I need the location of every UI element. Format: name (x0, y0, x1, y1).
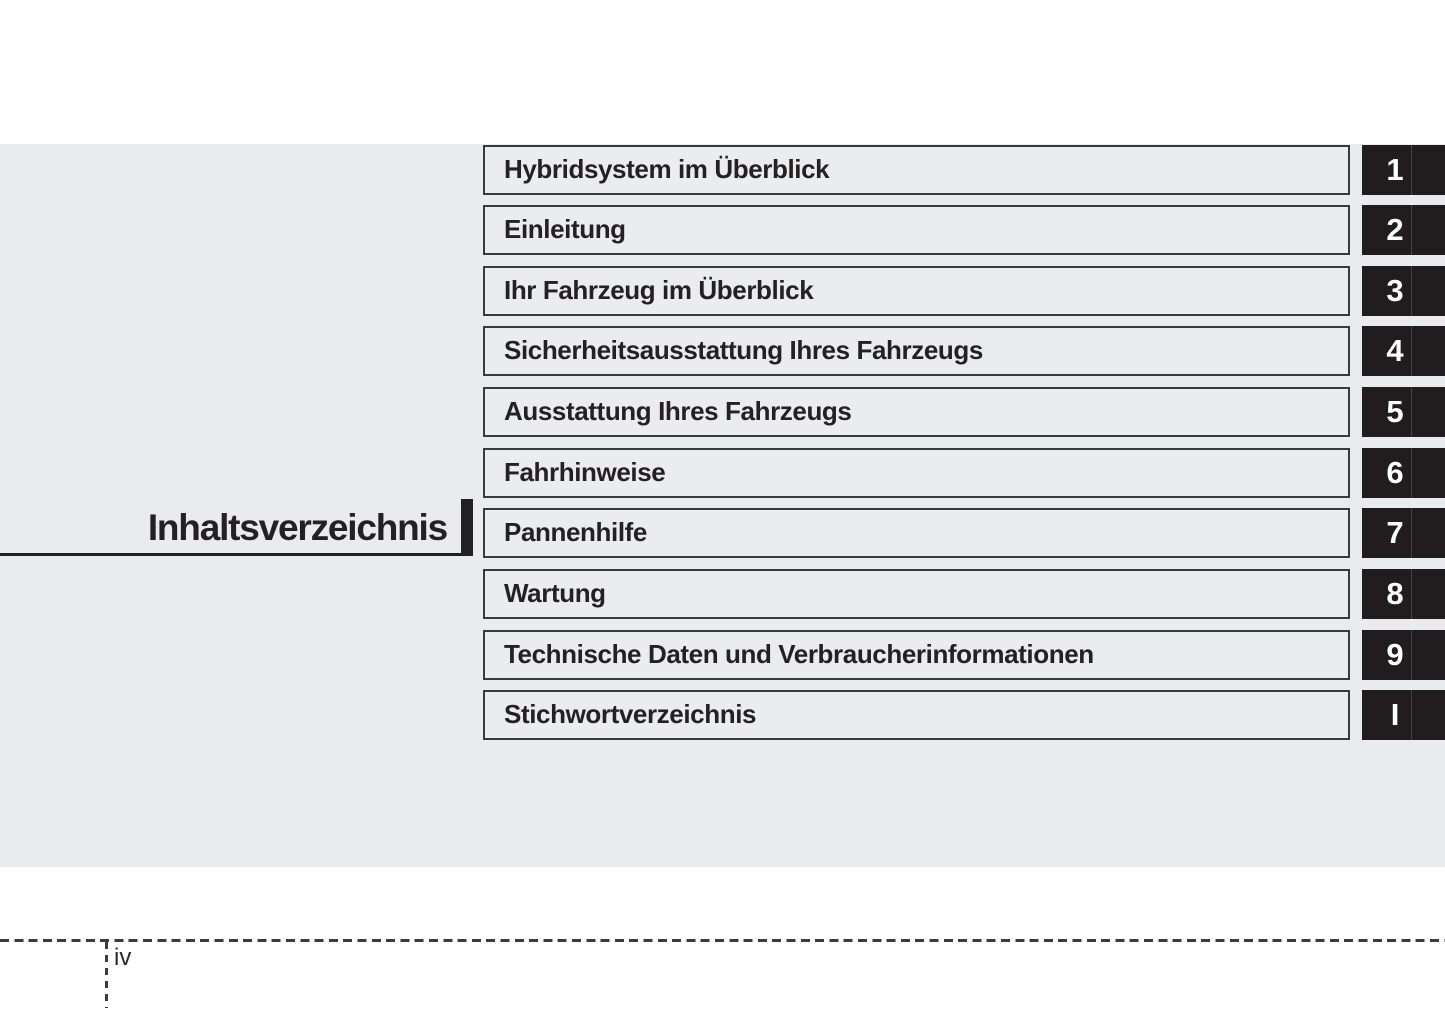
chapter-tab-label: 9 (1386, 636, 1404, 672)
toc-entry-label: Ausstattung Ihres Fahrzeugs (504, 396, 852, 427)
chapter-row: Pannenhilfe 7 (483, 508, 1445, 559)
toc-entry-label: Hybridsystem im Überblick (504, 153, 830, 184)
toc-entry[interactable]: Hybridsystem im Überblick (483, 144, 1350, 195)
chapter-row: Sicherheitsausstattung Ihres Fahrzeugs 4 (483, 326, 1445, 377)
toc-entry[interactable]: Ausstattung Ihres Fahrzeugs (483, 387, 1350, 438)
chapter-tab-label: 3 (1386, 272, 1404, 308)
chapter-tab[interactable]: 5 (1362, 387, 1445, 438)
tab-gap (1350, 569, 1362, 619)
toc-entry-label: Wartung (504, 577, 606, 608)
chapter-tab-label: 8 (1386, 575, 1404, 611)
toc-entry[interactable]: Sicherheitsausstattung Ihres Fahrzeugs (483, 326, 1350, 377)
chapter-tab-label: 4 (1386, 333, 1404, 369)
tab-gap (1350, 448, 1362, 498)
title-underline (0, 553, 461, 556)
toc-entry-label: Ihr Fahrzeug im Überblick (504, 274, 814, 305)
toc-entry-label: Sicherheitsausstattung Ihres Fahrzeugs (504, 335, 983, 366)
tab-gap (1350, 326, 1362, 376)
chapter-tab[interactable]: 3 (1362, 265, 1445, 316)
footer-dashed-rule (0, 939, 1445, 942)
chapter-tab[interactable]: 4 (1362, 326, 1445, 377)
chapter-tab-label: 1 (1386, 151, 1404, 187)
chapter-row: Wartung 8 (483, 568, 1445, 619)
chapter-tab[interactable]: I (1362, 690, 1445, 741)
tab-gap (1350, 508, 1362, 558)
chapter-tab[interactable]: 2 (1362, 205, 1445, 256)
title-accent-bar (461, 499, 473, 556)
toc-entry-label: Stichwortverzeichnis (504, 699, 757, 730)
content-band (0, 144, 1445, 867)
chapter-tab-label: 7 (1386, 515, 1404, 551)
chapter-tab-label: 6 (1386, 454, 1404, 490)
chapter-row: Fahrhinweise 6 (483, 447, 1445, 498)
chapter-row: Einleitung 2 (483, 205, 1445, 256)
tab-gap (1350, 630, 1362, 680)
chapter-tab-label: 5 (1386, 394, 1404, 430)
toc-entry[interactable]: Wartung (483, 568, 1350, 619)
toc-entry[interactable]: Einleitung (483, 205, 1350, 256)
tab-gap (1350, 387, 1362, 437)
chapter-tab-label: I (1390, 697, 1400, 733)
chapter-row: Ausstattung Ihres Fahrzeugs 5 (483, 387, 1445, 438)
tab-gap (1350, 690, 1362, 740)
toc-entry[interactable]: Pannenhilfe (483, 508, 1350, 559)
chapter-row: Stichwortverzeichnis I (483, 690, 1445, 741)
footer-dashed-margin-line (105, 942, 108, 1008)
toc-entry[interactable]: Technische Daten und Verbraucherinformat… (483, 629, 1350, 680)
toc-entry-label: Pannenhilfe (504, 517, 647, 548)
chapter-tab[interactable]: 6 (1362, 447, 1445, 498)
chapter-tab[interactable]: 7 (1362, 508, 1445, 559)
toc-entry-label: Fahrhinweise (504, 456, 666, 487)
chapter-tab[interactable]: 8 (1362, 568, 1445, 619)
toc-entry[interactable]: Fahrhinweise (483, 447, 1350, 498)
chapter-row: Technische Daten und Verbraucherinformat… (483, 629, 1445, 680)
chapter-tab[interactable]: 1 (1362, 144, 1445, 195)
chapter-row: Ihr Fahrzeug im Überblick 3 (483, 265, 1445, 316)
tab-gap (1350, 205, 1362, 255)
toc-entry-label: Einleitung (504, 214, 626, 245)
toc-entry[interactable]: Ihr Fahrzeug im Überblick (483, 265, 1350, 316)
chapter-tab[interactable]: 9 (1362, 629, 1445, 680)
chapter-list: Hybridsystem im Überblick 1 Einleitung 2… (483, 144, 1445, 741)
page-number: iv (114, 944, 132, 971)
chapter-row: Hybridsystem im Überblick 1 (483, 144, 1445, 195)
toc-entry-label: Technische Daten und Verbraucherinformat… (504, 638, 1094, 669)
page-title: Inhaltsverzeichnis (147, 507, 448, 548)
toc-entry[interactable]: Stichwortverzeichnis (483, 690, 1350, 741)
chapter-tab-label: 2 (1386, 212, 1404, 248)
tab-gap (1350, 145, 1362, 195)
tab-gap (1350, 266, 1362, 316)
